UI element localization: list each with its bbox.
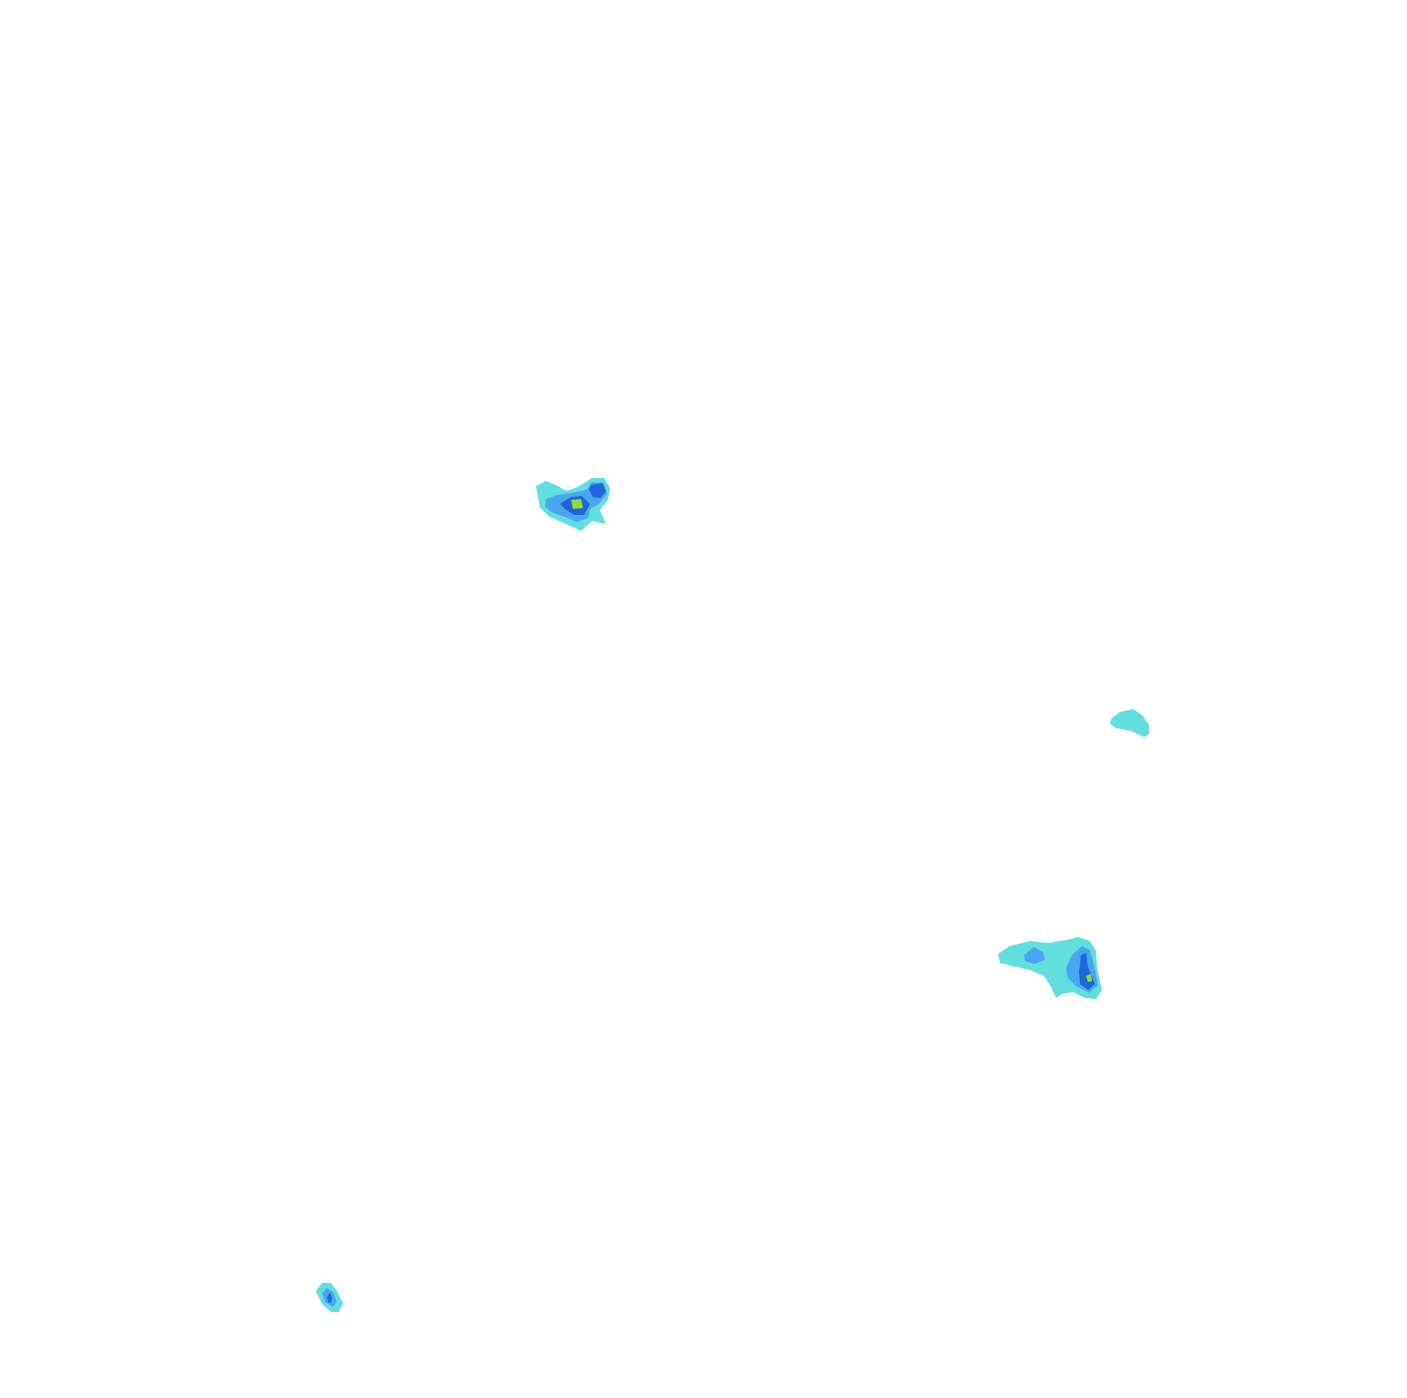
contour-blob-bottom-left [316, 1283, 343, 1312]
contour-level-1 [1110, 709, 1149, 737]
contour-level-4 [1086, 974, 1092, 982]
contour-blob-lower-right [998, 937, 1102, 999]
contour-level-4 [571, 499, 583, 509]
contour-blob-upper-left [536, 478, 610, 531]
contour-blob-right-small [1110, 709, 1149, 737]
contour-level-3 [589, 483, 606, 498]
contour-level-2 [1024, 947, 1045, 964]
contour-level-3 [327, 1292, 332, 1303]
